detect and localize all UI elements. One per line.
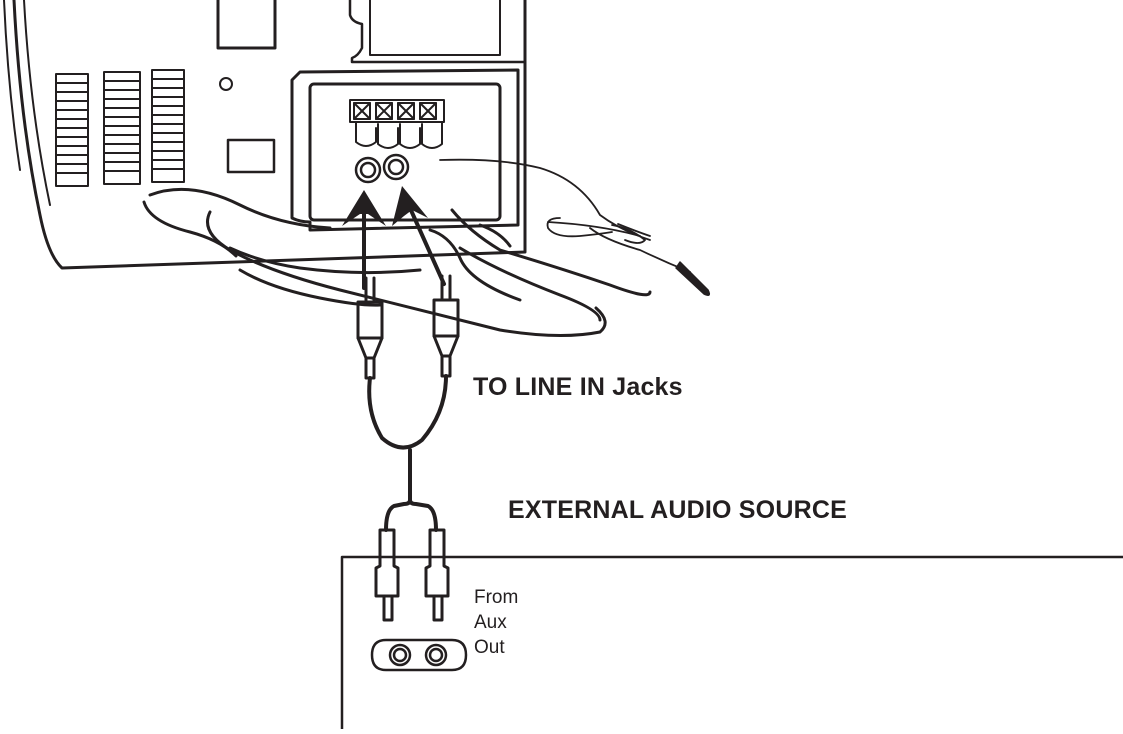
external-source-label: EXTERNAL AUDIO SOURCE [508,496,847,524]
screw-hole [219,77,233,91]
line-in-jacks [354,153,410,184]
external-source-box [340,555,1123,731]
stereo-unit [3,0,527,270]
rca-plug-upper-left [356,276,384,380]
arrow-head-right [392,186,428,226]
speaker-terminal-block [349,99,445,149]
aux-label-out: Out [474,637,505,658]
antenna-tip [675,261,711,297]
jack-panel [308,82,502,222]
unit-left-edge-2 [3,0,21,171]
unit-left-edge [23,0,51,206]
vent-grille-1 [55,73,89,187]
insert-arrows [362,206,446,290]
unit-body-outline [12,0,527,270]
rca-plug-upper-right [432,274,460,378]
audio-cable [367,374,448,532]
aux-label-from: From [474,587,519,608]
panel-frame [290,68,520,232]
aux-label-aux: Aux [474,612,507,633]
fm-antenna-wire [439,158,691,273]
vent-grille-3 [151,69,185,183]
arrow-head-left [342,190,386,226]
top-compartment-right [348,0,527,64]
label-plate [226,138,276,174]
top-compartment-right-inner [369,0,501,56]
top-compartment-left [216,0,277,50]
rca-plug-lower-left [374,528,400,622]
vent-grille-2 [103,71,141,185]
aux-out-jacks [370,638,468,672]
rca-plug-lower-right [424,528,450,622]
power-cord-coil [142,187,652,338]
line-in-label: TO LINE IN Jacks [473,373,683,401]
